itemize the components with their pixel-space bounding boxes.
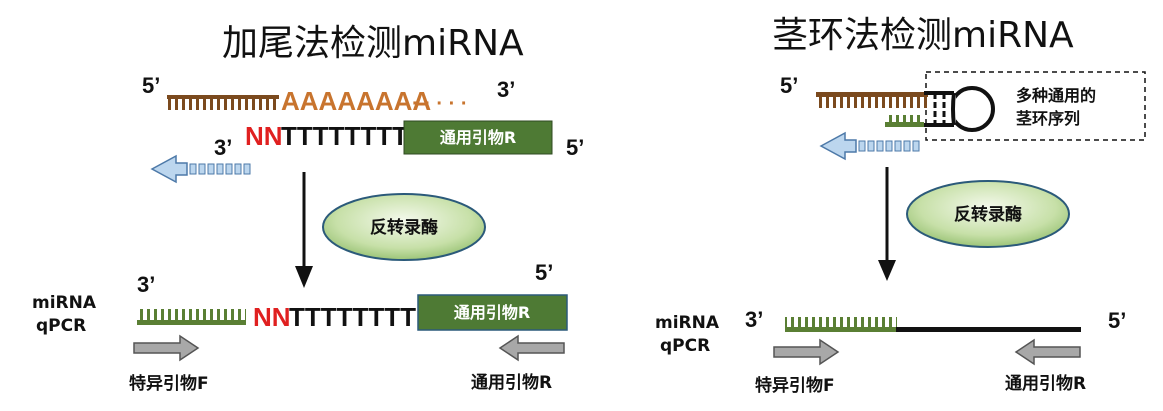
right-stemloop-primer [885, 86, 995, 132]
right-cdna-strand [785, 317, 1081, 332]
right-enzyme-label: 反转录酶 [954, 204, 1022, 225]
left-tail-dots: · · · · · [412, 93, 468, 115]
right-mirna-strand [816, 92, 928, 108]
left-cdna-strand [137, 309, 246, 325]
left-primer-nn: NN [245, 121, 283, 151]
left-qpcr-label-line1: miRNA [32, 293, 97, 313]
right-qpcr-label-line2: qPCR [660, 336, 710, 356]
left-reverse-primer-label: 通用引物R [471, 372, 552, 393]
right-top-5prime: 5’ [780, 73, 798, 98]
left-enzyme-label: 反转录酶 [370, 217, 438, 238]
right-enzyme-ellipse: 反转录酶 [906, 180, 1070, 248]
left-cdna-oligo-t: TTTTTTTT [289, 302, 416, 332]
left-primer-5prime: 5’ [566, 135, 584, 160]
left-universal-primer-box: 通用引物R [403, 120, 553, 155]
right-forward-arrow [773, 338, 840, 366]
right-extension-arrow [819, 131, 920, 161]
right-bottom-5prime: 5’ [1108, 308, 1126, 333]
left-primer-oligo-t: TTTTTTTT [281, 121, 408, 151]
right-stemloop-line1: 多种通用的 [1016, 86, 1096, 105]
left-bottom-5prime: 5’ [535, 260, 553, 285]
left-reverse-arrow [498, 334, 565, 362]
left-qpcr-label-line2: qPCR [36, 316, 86, 336]
left-primer-3prime: 3’ [214, 135, 232, 160]
left-top-5prime: 5’ [142, 73, 160, 98]
left-bottom-3prime: 3’ [137, 272, 155, 297]
right-stemloop-line2: 茎环序列 [1016, 109, 1080, 128]
right-title: 茎环法检测miRNA [772, 15, 1074, 56]
left-cdna-primer-label: 通用引物R [454, 303, 530, 322]
left-cdna-nn: NN [253, 302, 291, 332]
right-reverse-arrow [1014, 338, 1081, 366]
right-qpcr-label-line1: miRNA [655, 313, 720, 333]
right-bottom-3prime: 3’ [745, 307, 763, 332]
right-reverse-primer-label: 通用引物R [1005, 373, 1086, 394]
right-down-arrow [878, 167, 896, 281]
left-universal-primer-label: 通用引物R [440, 128, 516, 147]
left-mirna-strand [167, 95, 279, 110]
left-forward-arrow [133, 334, 200, 362]
left-down-arrow [295, 172, 313, 288]
left-title: 加尾法检测miRNA [222, 23, 524, 64]
left-cdna-primer-box: 通用引物R [417, 294, 568, 331]
right-forward-primer-label: 特异引物F [755, 375, 835, 396]
left-polya-tail: AAAAAAAA [281, 86, 431, 116]
left-top-3prime: 3’ [497, 77, 515, 102]
left-extension-arrow [150, 154, 251, 184]
left-enzyme-ellipse: 反转录酶 [322, 193, 486, 261]
left-forward-primer-label: 特异引物F [129, 373, 209, 394]
